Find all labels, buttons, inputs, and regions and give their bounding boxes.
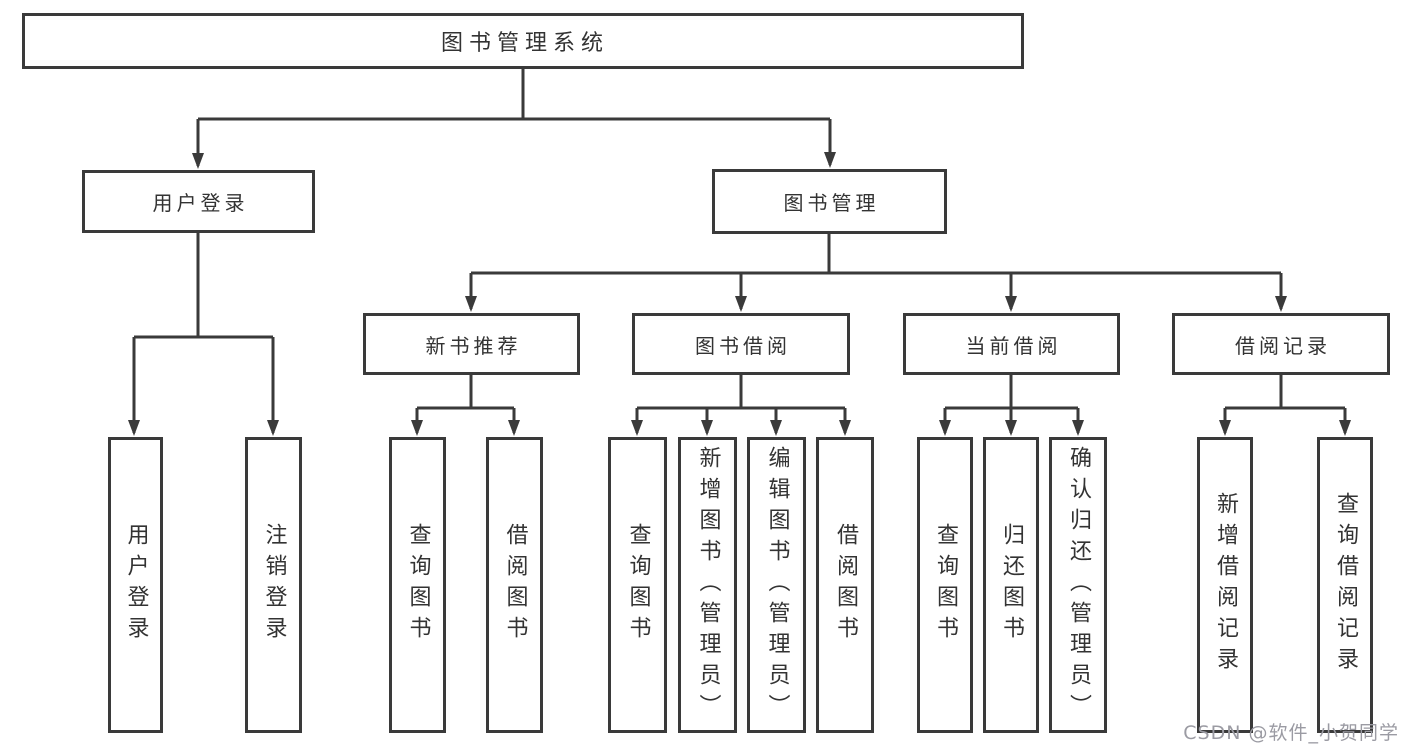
leaf-cb-confirm-return-label: 确认归还（管理员） bbox=[1066, 445, 1091, 725]
leaf-br-query-record: 查询借阅记录 bbox=[1317, 437, 1373, 733]
node-book-borrow-label: 图书借阅 bbox=[695, 333, 791, 358]
leaf-nb-query-book: 查询图书 bbox=[389, 437, 446, 733]
leaf-cb-confirm-return: 确认归还（管理员） bbox=[1049, 437, 1107, 733]
leaf-cb-query-book: 查询图书 bbox=[917, 437, 973, 733]
connector-segments bbox=[128, 69, 1351, 436]
leaf-br-add-record: 新增借阅记录 bbox=[1197, 437, 1253, 733]
node-current-borrow: 当前借阅 bbox=[903, 313, 1120, 375]
node-new-book-recommend: 新书推荐 bbox=[363, 313, 580, 375]
leaf-nb-borrow-book: 借阅图书 bbox=[486, 437, 543, 733]
node-current-borrow-label: 当前借阅 bbox=[965, 333, 1062, 358]
leaf-nb-query-book-label: 查询图书 bbox=[405, 523, 431, 647]
node-user-login-label: 用户登录 bbox=[152, 191, 249, 215]
node-borrow-record: 借阅记录 bbox=[1172, 313, 1390, 375]
leaf-logout-label: 注销登录 bbox=[261, 523, 287, 647]
node-root: 图书管理系统 bbox=[22, 13, 1024, 69]
leaf-logout: 注销登录 bbox=[245, 437, 302, 733]
node-borrow-record-label: 借阅记录 bbox=[1235, 333, 1331, 358]
node-book-borrow: 图书借阅 bbox=[632, 313, 850, 375]
node-user-login: 用户登录 bbox=[82, 170, 315, 233]
leaf-bb-query-book: 查询图书 bbox=[608, 437, 667, 733]
leaf-user-login-label: 用户登录 bbox=[123, 523, 149, 647]
leaf-bb-borrow-book: 借阅图书 bbox=[816, 437, 874, 733]
leaf-cb-return-book-label: 归还图书 bbox=[999, 523, 1024, 647]
leaf-bb-add-book: 新增图书（管理员） bbox=[678, 437, 737, 733]
leaf-bb-edit-book-label: 编辑图书（管理员） bbox=[764, 445, 790, 725]
node-book-management-label: 图书管理 bbox=[783, 191, 880, 215]
leaf-bb-borrow-book-label: 借阅图书 bbox=[833, 523, 858, 647]
node-root-label: 图书管理系统 bbox=[440, 31, 609, 56]
leaf-bb-edit-book: 编辑图书（管理员） bbox=[747, 437, 806, 733]
leaf-bb-query-book-label: 查询图书 bbox=[625, 523, 651, 647]
watermark-text: CSDN @软件_小贺同学 bbox=[1183, 722, 1399, 744]
leaf-user-login: 用户登录 bbox=[108, 437, 163, 733]
leaf-cb-return-book: 归还图书 bbox=[983, 437, 1039, 733]
node-new-book-recommend-label: 新书推荐 bbox=[425, 333, 522, 358]
leaf-br-query-record-label: 查询借阅记录 bbox=[1333, 492, 1358, 678]
leaf-br-add-record-label: 新增借阅记录 bbox=[1213, 492, 1238, 678]
leaf-nb-borrow-book-label: 借阅图书 bbox=[502, 523, 528, 647]
leaf-cb-query-book-label: 查询图书 bbox=[933, 523, 958, 647]
leaf-bb-add-book-label: 新增图书（管理员） bbox=[695, 445, 721, 725]
node-book-management: 图书管理 bbox=[712, 169, 947, 234]
